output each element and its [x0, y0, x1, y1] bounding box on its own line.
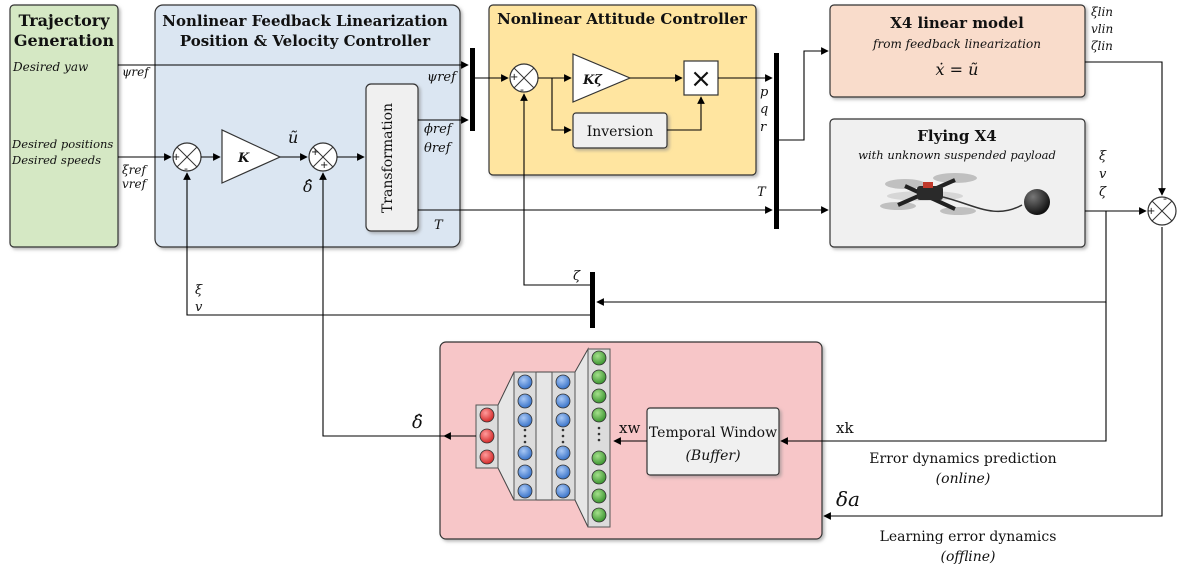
- p-label: p: [760, 85, 769, 100]
- flying-x4-subtitle: with unknown suspended payload: [858, 148, 1056, 162]
- transformation-block: [365, 83, 419, 232]
- x-k-label: xk: [836, 419, 854, 437]
- mux-bar-attitude: [774, 53, 779, 229]
- nn-output-neurons: [479, 407, 495, 465]
- offline-label-line2: (offline): [941, 549, 996, 565]
- multiply-block: [683, 60, 719, 96]
- gain-k-label: K: [237, 151, 250, 166]
- attitude-controller-title: Nonlinear Attitude Controller: [497, 10, 748, 28]
- linear-model-block: [829, 4, 1086, 98]
- desired-yaw-label: Desired yaw: [12, 60, 89, 74]
- gain-kzeta-triangle: [572, 53, 632, 103]
- trajectory-title-line1: Trajectory: [18, 11, 110, 30]
- phi-ref-label: ϕref: [424, 122, 454, 137]
- trajectory-title-line2: Generation: [14, 31, 115, 50]
- theta-ref-label: θref: [424, 141, 453, 156]
- zeta-lin-label: ζlin: [1091, 39, 1113, 53]
- v-output-label: v: [1099, 167, 1107, 182]
- nn-hidden-neurons-2: [555, 374, 571, 499]
- xi-output-label: ξ: [1099, 149, 1107, 164]
- online-label-line1: Error dynamics prediction: [869, 451, 1056, 467]
- xi-lin-label: ξlin: [1091, 5, 1113, 19]
- v-ref-label: vref: [122, 177, 149, 191]
- nn-fan-2: [535, 371, 553, 501]
- delta-hat-label-position: δ̂: [303, 177, 313, 196]
- nn-input-neurons: [591, 350, 607, 523]
- delta-a-label: δa: [836, 487, 860, 511]
- linear-model-equation: ẋ = ũ: [936, 60, 979, 79]
- sum3-minus: -: [520, 83, 524, 96]
- v-lin-label: vlin: [1091, 22, 1113, 36]
- xi-ref-label: ξref: [122, 163, 148, 177]
- gain-kzeta-label: Kζ: [582, 73, 603, 88]
- sum1-minus: -: [184, 162, 188, 175]
- linear-model-title: X4 linear model: [890, 14, 1024, 32]
- psi-ref-left: ψref: [122, 65, 151, 79]
- position-controller-title-line2: Position & Velocity Controller: [180, 32, 431, 50]
- psi-ref-right: ψref: [427, 70, 458, 85]
- delta-hat-output-label: δ̂: [412, 412, 423, 433]
- sum2-plus-left: +: [311, 147, 319, 158]
- temporal-window-block: [646, 407, 780, 476]
- trajectory-generation-block: [9, 4, 119, 248]
- zeta-feedback-label: ζ: [573, 269, 581, 284]
- temporal-window-label: Temporal Window: [649, 425, 777, 441]
- xi-feedback-label: ξ: [195, 283, 203, 298]
- sum4-minus: -: [1163, 192, 1167, 205]
- nn-hidden-neurons-1: [517, 374, 533, 499]
- r-label: r: [760, 120, 767, 135]
- zeta-output-label: ζ: [1099, 185, 1107, 200]
- online-label-line2: (online): [936, 471, 991, 487]
- sum2-plus-bottom: +: [320, 160, 328, 171]
- v-feedback-label: v: [195, 300, 203, 315]
- sum4-plus: +: [1147, 206, 1155, 217]
- flying-x4-block: [829, 118, 1086, 248]
- x-w-label: xw: [619, 419, 640, 437]
- sum1-plus: +: [172, 152, 180, 163]
- sum3-plus: +: [510, 72, 518, 83]
- thrust-label-attitude: T: [757, 185, 767, 200]
- linear-model-subtitle: from feedback linearization: [872, 37, 1041, 51]
- buffer-label: (Buffer): [685, 448, 740, 464]
- nn-fan-3: [574, 347, 589, 528]
- signal-wires: [118, 47, 1166, 520]
- drone-illustration: [880, 173, 1050, 215]
- u-tilde-label: ũ: [288, 128, 298, 147]
- q-label: q: [760, 102, 768, 117]
- attitude-controller-block: [488, 4, 757, 176]
- multiply-icon: ×: [690, 64, 712, 94]
- desired-positions-label: Desired positions: [11, 137, 113, 151]
- gain-k-triangle: [221, 129, 282, 184]
- mux-bar-position: [470, 48, 475, 131]
- mux-bar-feedback: [590, 272, 595, 328]
- inversion-label: Inversion: [587, 124, 654, 140]
- desired-speeds-label: Desired speeds: [11, 153, 101, 167]
- position-controller-title-line1: Nonlinear Feedback Linearization: [162, 12, 448, 30]
- offline-label-line1: Learning error dynamics: [880, 529, 1057, 545]
- thrust-label-position: T: [434, 218, 444, 233]
- flying-x4-title: Flying X4: [917, 127, 996, 145]
- transformation-label: Transformation: [380, 103, 396, 213]
